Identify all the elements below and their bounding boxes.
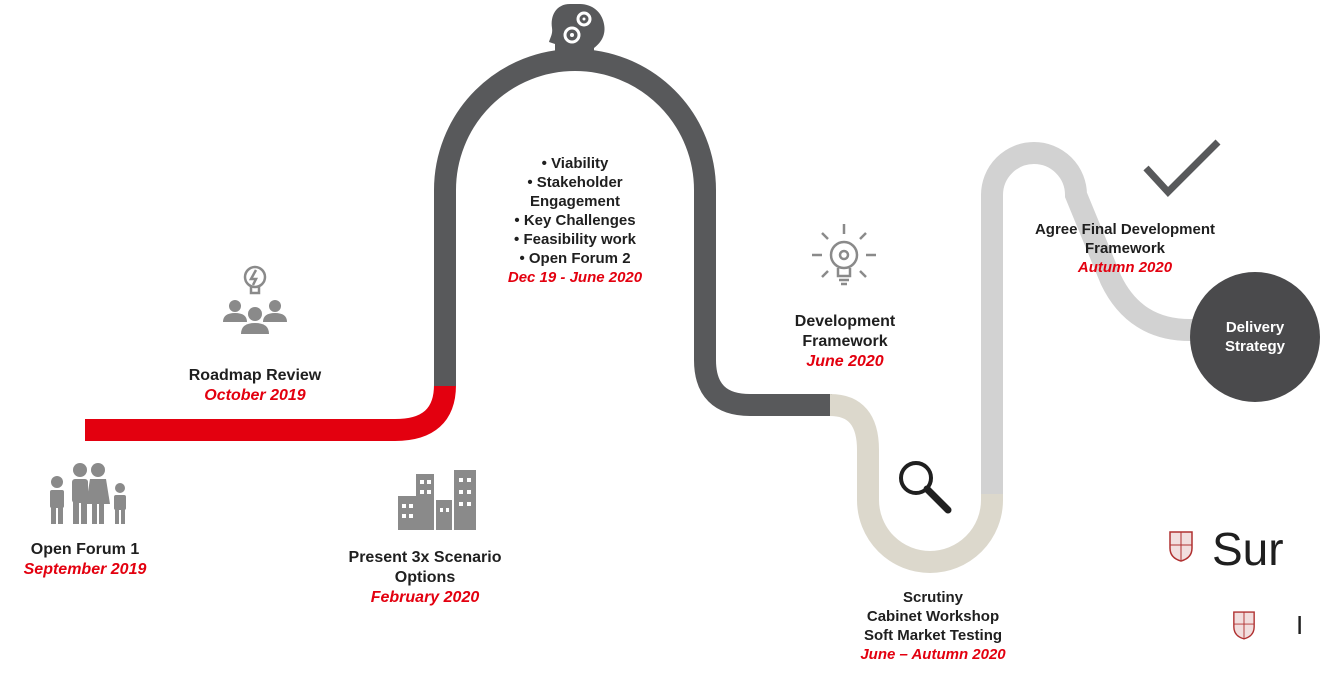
milestone-date: June – Autumn 2020 <box>860 646 1006 663</box>
milestone-title-line1: Present 3x Scenario <box>348 549 502 566</box>
milestone-line1: Scrutiny <box>902 589 963 606</box>
milestone-scenarios: Present 3x Scenario Options February 202… <box>325 548 525 608</box>
path-segment-dark <box>434 49 832 416</box>
milestone-scrutiny: Scrutiny Cabinet Workshop Soft Market Te… <box>818 588 1048 664</box>
workstream-item: • Stakeholder Engagement <box>527 174 623 210</box>
team-idea-icon <box>223 265 287 334</box>
milestone-date: Dec 19 - June 2020 <box>507 269 643 286</box>
delivery-strategy-label: Delivery Strategy <box>1205 318 1305 356</box>
workstream-item: • Open Forum 2 <box>519 250 631 267</box>
path-segment-red <box>85 384 456 441</box>
milestone-date: February 2020 <box>370 589 480 606</box>
head-gears-icon <box>549 4 605 64</box>
milestone-date: Autumn 2020 <box>1077 259 1173 276</box>
milestone-title: Open Forum 1 <box>30 541 140 558</box>
milestone-line3: Soft Market Testing <box>863 627 1003 644</box>
milestone-open-forum-1: Open Forum 1 September 2019 <box>0 540 170 580</box>
cropped-heading-fragment: Sur <box>1212 523 1284 575</box>
magnifier-icon <box>899 461 952 514</box>
milestone-title-line2: Options <box>394 569 456 586</box>
buildings-icon <box>398 470 476 530</box>
milestone-workstream: • Viability • Stakeholder Engagement • K… <box>490 154 660 288</box>
milestone-date: October 2019 <box>204 387 306 404</box>
milestone-title-line2: Framework <box>1084 240 1166 257</box>
workstream-item: • Key Challenges <box>514 212 636 229</box>
path-segment-light <box>981 142 1215 494</box>
milestone-agree-final: Agree Final Development Framework Autumn… <box>1000 220 1250 277</box>
milestone-date: June 2020 <box>806 353 884 370</box>
lightbulb-icon <box>812 224 876 286</box>
checkmark-icon <box>1143 139 1221 198</box>
delivery-strategy-circle <box>1190 272 1320 402</box>
crest-icon <box>1169 531 1193 562</box>
crest-icon <box>1233 611 1255 640</box>
workstream-item: • Viability <box>541 155 609 172</box>
milestone-title-line2: Framework <box>802 333 888 350</box>
milestone-title: Roadmap Review <box>188 367 322 384</box>
path-segment-beige <box>829 394 1003 573</box>
milestone-roadmap-review: Roadmap Review October 2019 <box>155 366 355 406</box>
milestone-date: September 2019 <box>23 561 147 578</box>
cropped-subheading-fragment: I <box>1296 610 1304 640</box>
milestone-line2: Cabinet Workshop <box>866 608 1000 625</box>
milestone-title-line1: Development <box>794 313 896 330</box>
delivery-line2: Strategy <box>1224 338 1286 355</box>
milestone-title-line1: Agree Final Development <box>1034 221 1216 238</box>
family-icon <box>50 463 126 524</box>
delivery-line1: Delivery <box>1225 319 1285 336</box>
workstream-item: • Feasibility work <box>514 231 636 248</box>
milestone-development-framework: Development Framework June 2020 <box>760 312 930 372</box>
